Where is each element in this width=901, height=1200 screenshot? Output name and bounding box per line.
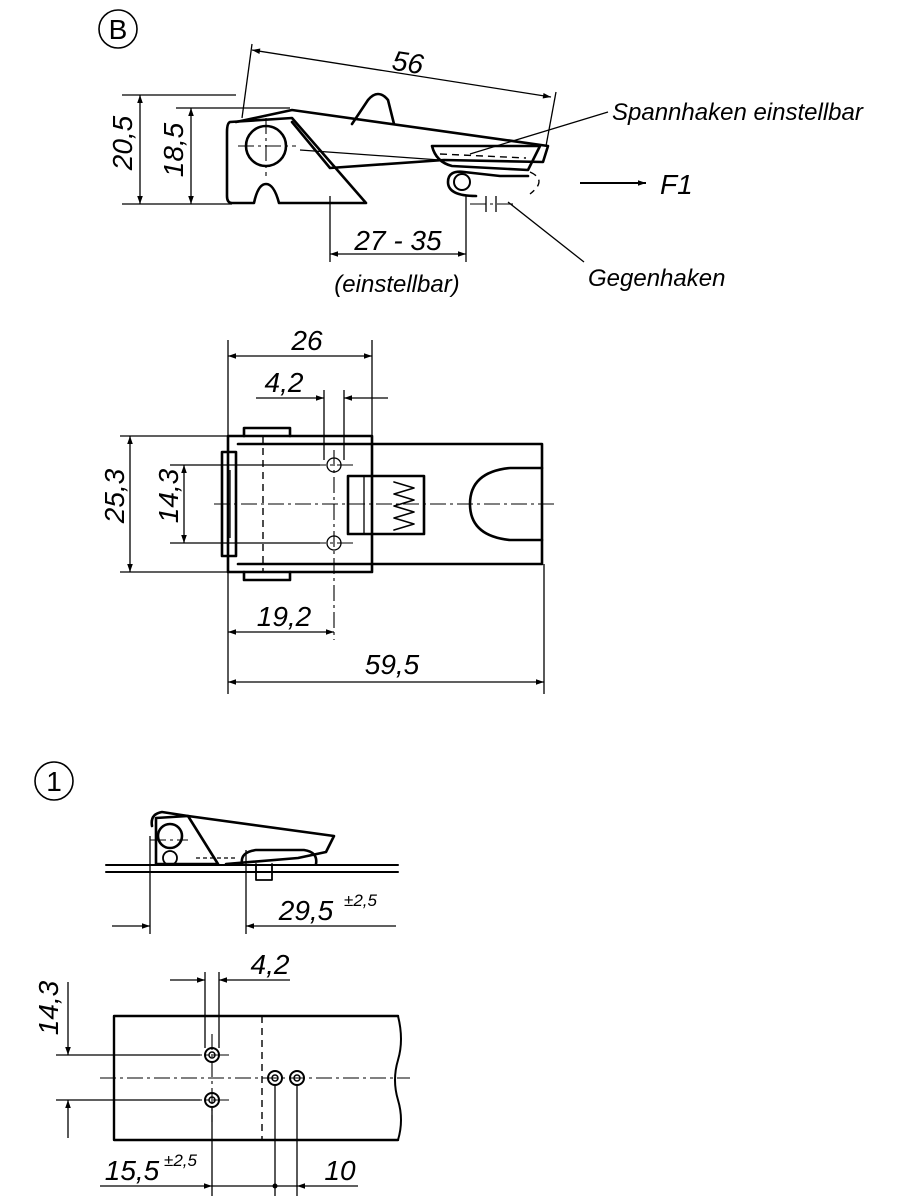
dim-4-2-holes: 4,2 bbox=[251, 949, 290, 980]
dim-14-3-plan: 14,3 bbox=[153, 468, 184, 523]
dim-18-5: 18,5 bbox=[158, 122, 189, 177]
break-line bbox=[394, 1015, 402, 1141]
leader-counter bbox=[507, 201, 585, 263]
dim-4-2-plan: 4,2 bbox=[265, 367, 304, 398]
dim-56: 56 bbox=[390, 45, 426, 81]
note-adjustable: (einstellbar) bbox=[334, 271, 459, 298]
view-1-side: 1 29,5 ±2,5 bbox=[34, 761, 399, 934]
plan-spring-housing bbox=[346, 474, 426, 536]
small-counter-hook bbox=[240, 848, 318, 866]
small-latch-base bbox=[154, 814, 220, 866]
small-hinge-pin bbox=[156, 822, 184, 850]
dim-14-3-holes: 14,3 bbox=[33, 980, 64, 1035]
force-label: F1 bbox=[660, 169, 693, 200]
plan-spring bbox=[393, 481, 415, 531]
callout-counter: Gegenhaken bbox=[588, 265, 725, 292]
counter-hook bbox=[446, 170, 530, 198]
dim-15-5: 15,5 bbox=[105, 1155, 160, 1186]
view-1-marker: 1 bbox=[46, 766, 62, 797]
dim-19-2: 19,2 bbox=[257, 601, 312, 632]
adjustable-hook-tip bbox=[430, 144, 542, 172]
view-b-side: B 56 20,5 18,5 bbox=[98, 9, 864, 298]
tol-15-5: ±2,5 bbox=[164, 1151, 198, 1170]
leader-hook bbox=[469, 111, 609, 155]
hole-pattern-view: 14,3 4,2 15,5 ±2,5 10 bbox=[33, 949, 410, 1196]
dim-25-3: 25,3 bbox=[99, 468, 130, 524]
dim-59-5: 59,5 bbox=[365, 649, 420, 680]
dim-20-5: 20,5 bbox=[107, 115, 138, 171]
lever-arm bbox=[234, 108, 550, 170]
dim-27-35: 27 - 35 bbox=[353, 225, 442, 256]
view-b-marker-circle bbox=[98, 9, 138, 49]
dim-29-5: 29,5 bbox=[278, 895, 334, 926]
base-bracket bbox=[225, 116, 368, 205]
view-1-marker-circle bbox=[34, 761, 74, 801]
dim-line-56 bbox=[251, 48, 552, 99]
dim-26: 26 bbox=[290, 325, 323, 356]
callout-hook: Spannhaken einstellbar bbox=[612, 99, 864, 126]
plan-hinge-lugs bbox=[242, 426, 292, 582]
plan-view: 26 4,2 25,3 14,3 19,2 59,5 bbox=[99, 325, 556, 694]
small-lever bbox=[150, 810, 336, 866]
dim-10: 10 bbox=[324, 1155, 356, 1186]
view-b-marker: B bbox=[109, 14, 128, 45]
tol-29-5: ±2,5 bbox=[344, 891, 378, 910]
plan-side-plate bbox=[220, 450, 238, 558]
